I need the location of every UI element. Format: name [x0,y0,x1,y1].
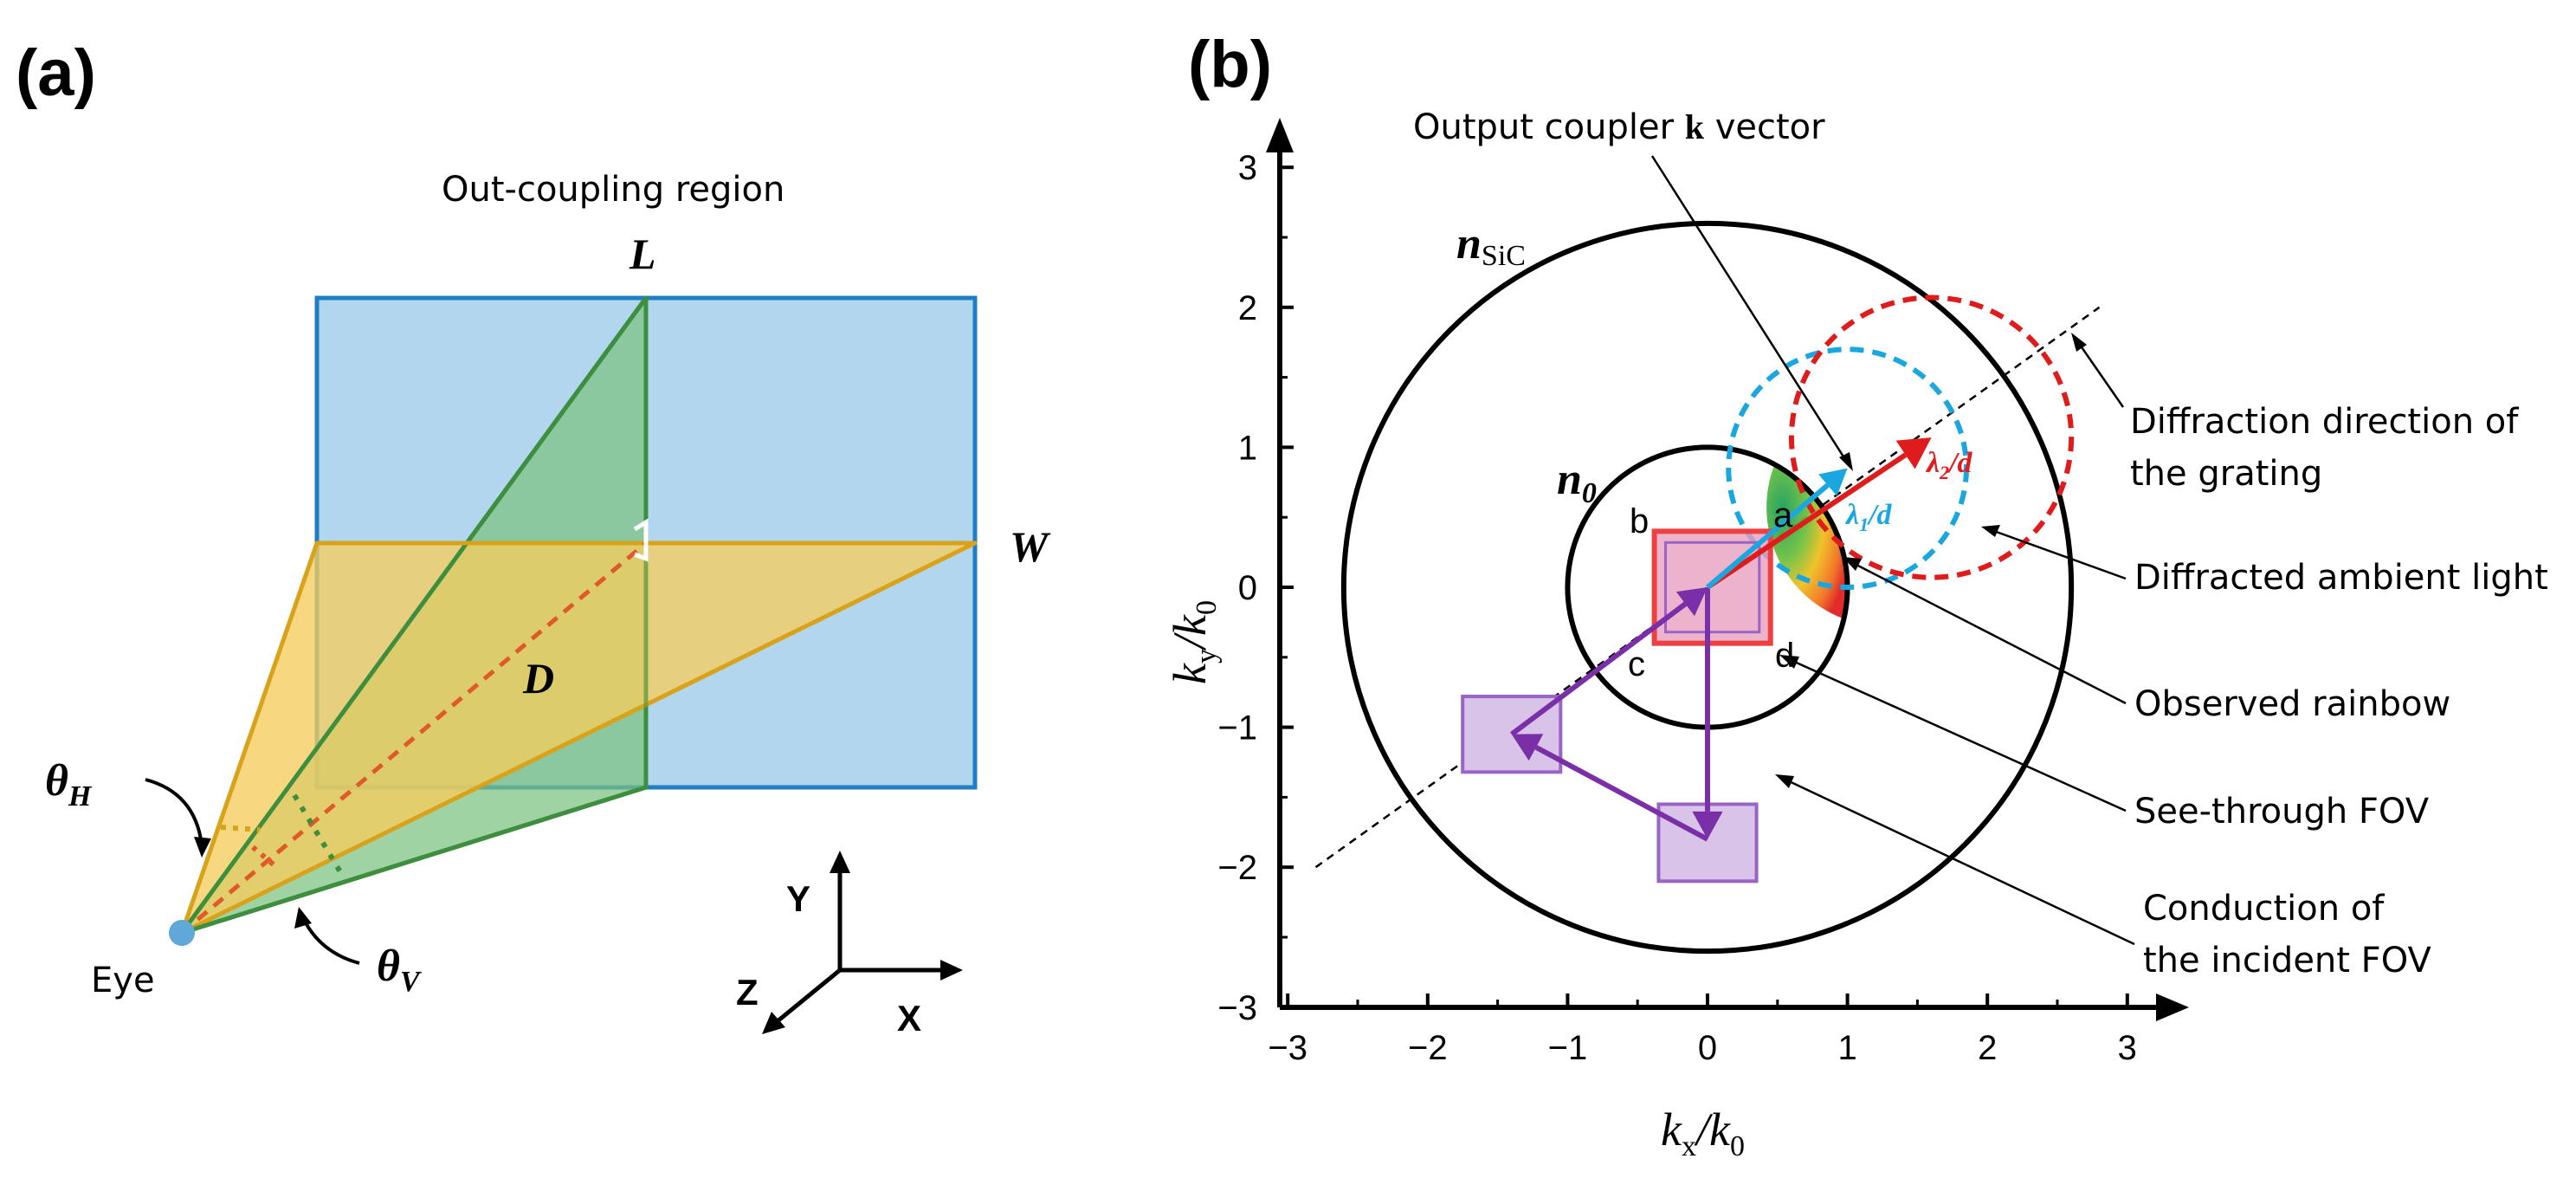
right-angle-marker [633,518,649,562]
annotation-observed-rainbow: Observed rainbow [2134,684,2450,724]
x-tick-label: −3 [1268,1029,1307,1067]
theta-v-arc-mark [292,793,345,877]
coordinate-axes: Y X Z [736,851,963,1039]
theta-v-arrowhead [294,907,312,929]
corner-label-c: c [1628,645,1645,683]
y-tick-label: 1 [1238,429,1257,467]
y-tick-label: −3 [1217,989,1257,1027]
annotation-see-through-fov: See-through FOV [2134,792,2430,832]
corner-label-a: a [1773,496,1793,534]
y-arrowhead [830,851,850,873]
annotation-diffraction-direction-1: Diffraction direction of [2130,402,2519,442]
axis-y-letter: Y [786,878,810,919]
y-tick-label: 0 [1238,569,1257,607]
see-through-fov-box [1651,528,1773,646]
n-sic-circle [1340,220,2075,955]
vertical-triangle-edge-bottom [181,785,647,935]
leader-diffracted-ambient [1991,528,2127,580]
x-tick-label: −1 [1548,1029,1588,1067]
k-space-plot: −3 −2 −1 0 1 2 3 3 2 1 0 −1 −2 −3 [1217,118,2189,1067]
z-arrowhead [762,1012,785,1034]
panel-a: (a) Out-coupling region L W D θH θV [16,36,1051,1039]
n0-label: n0 [1557,455,1597,509]
diagonal-d-line [180,541,648,935]
annotation-output-coupler: Output coupler k vector [1413,107,1825,147]
corner-label-b: b [1630,502,1649,540]
theta-h-pointer [145,778,203,845]
leader-diffracted-ambient-head [1981,525,2000,537]
x-arrowhead [940,960,963,981]
x-tick-label: 2 [1978,1029,1997,1067]
z-axis-arrow [772,968,842,1026]
leader-output-coupler-head [1839,452,1853,471]
diagonal-arc-mark [251,845,277,869]
y-tick-label: −1 [1217,709,1257,748]
leader-diffraction-direction-head [2071,333,2087,352]
label-w: W [1010,522,1051,571]
leader-conduction [1785,778,2135,946]
lambda2-vector-head [1895,437,1932,469]
observed-rainbow-region [1766,463,1846,618]
annotation-conduction-2: the incident FOV [2143,941,2431,981]
conduction-arrow [1534,745,1709,842]
y-axis-arrowhead [1266,118,1294,152]
annotation-diffracted-ambient: Diffracted ambient light [2134,558,2548,598]
theta-h-label: θH [45,756,93,812]
leader-observed-rainbow [1852,561,2127,705]
lambda2-circle [1788,294,2075,580]
label-l: L [629,230,656,278]
conduction-arrow-head [1692,811,1723,839]
lambda2-label: λ2/d [1925,447,1973,483]
theta-h-arrowhead [194,837,211,858]
y-axis-title: ky/k0 [1164,600,1223,684]
x-tick-label: 1 [1837,1029,1856,1067]
n-sic-label: nSiC [1456,219,1526,272]
y-tick-label: 2 [1238,289,1257,327]
annotation-conduction-1: Conduction of [2143,889,2385,929]
theta-v-pointer [301,917,360,965]
y-tick-label: −2 [1217,849,1257,887]
eye-icon [169,920,195,946]
x-tick-label: −2 [1408,1029,1448,1067]
x-tick-label: 0 [1698,1029,1717,1067]
x-tick-label: 3 [2118,1029,2137,1067]
conduction-arrow [1509,601,1688,737]
x-axis-title: kx/k0 [1661,1104,1745,1162]
lambda2-vector [1706,452,1908,590]
leader-observed-rainbow-head [1843,557,1862,571]
annotations: Output coupler k vector Diffraction dire… [1413,107,2548,981]
lambda1-vector-head [1818,468,1848,496]
leader-see-through-fov [1790,658,2127,812]
lambda1-label: λ1/d [1844,499,1893,535]
x-axis-arrowhead [2156,994,2189,1021]
annotation-diffraction-direction-2: the grating [2130,454,2322,494]
lambda1-vector [1706,482,1830,590]
label-d: D [522,654,554,702]
conduction-arrow-head [1511,734,1544,761]
panel-b-label: (b) [1188,28,1272,101]
conduction-arrow-head [1675,587,1708,617]
out-coupling-region-title: Out-coupling region [442,170,784,210]
axis-x-letter: X [897,998,921,1039]
leader-see-through-fov-head [1779,655,1799,669]
see-through-fov-inner-box [1664,540,1761,634]
leader-output-coupler [1650,155,1848,462]
leader-diffraction-direction [2076,341,2125,408]
vertical-triangle-edge-top [179,296,649,935]
theta-v-label: θV [377,942,422,998]
axis-z-letter: Z [736,972,759,1013]
leader-conduction-head [1775,774,1794,788]
eye-label: Eye [91,961,155,1000]
panel-a-label: (a) [16,36,96,110]
y-tick-label: 3 [1238,149,1257,187]
lambda1-circle [1726,346,1969,591]
